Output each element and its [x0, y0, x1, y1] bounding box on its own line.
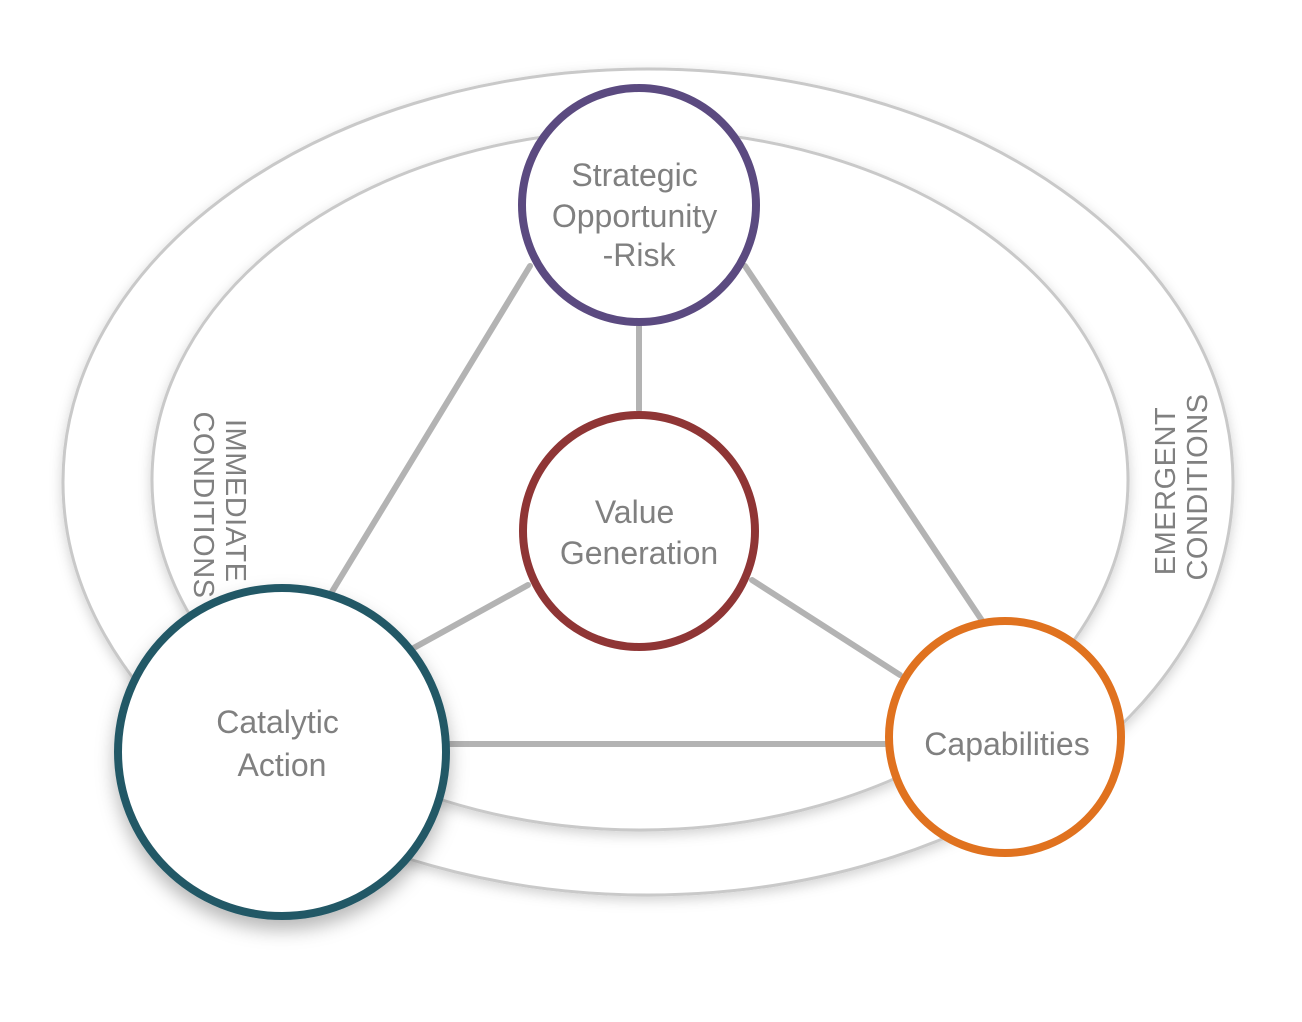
emergent-line-1: EMERGENT: [1150, 407, 1182, 575]
connector-value-catalytic: [407, 582, 531, 653]
node-strategic-opportunity-risk: Strategic Opportunity -Risk: [518, 84, 760, 326]
connector-strategic-capabilities: [742, 263, 988, 628]
immediate-conditions-label: IMMEDIATE CONDITIONS: [187, 411, 251, 598]
node-capabilities-circle: [885, 617, 1125, 857]
node-strategic-line-3: -Risk: [603, 237, 677, 273]
emergent-conditions-label: EMERGENT CONDITIONS: [1150, 393, 1214, 580]
node-strategic-circle: [518, 84, 760, 326]
node-catalytic-line-1: Catalytic: [216, 704, 339, 740]
node-capabilities: Capabilities: [885, 617, 1125, 857]
node-catalytic-action: Catalytic Action: [114, 584, 450, 920]
node-value-circle: [519, 411, 759, 651]
immediate-line-2: CONDITIONS: [187, 411, 219, 598]
node-strategic-line-2: Opportunity: [552, 198, 717, 234]
node-catalytic-label: Catalytic Action: [216, 704, 348, 783]
node-value-line-1: Value: [595, 494, 674, 530]
connectors: [327, 263, 988, 747]
node-catalytic-line-2: Action: [238, 747, 327, 783]
connector-strategic-catalytic: [327, 263, 533, 598]
node-capabilities-label: Capabilities: [924, 726, 1089, 762]
immediate-line-1: IMMEDIATE: [219, 419, 251, 582]
node-strategic-label: Strategic Opportunity -Risk: [552, 157, 726, 273]
node-value-line-2: Generation: [560, 535, 718, 571]
node-strategic-line-1: Strategic: [571, 157, 697, 193]
connector-value-capabilities: [749, 577, 903, 678]
emergent-line-2: CONDITIONS: [1182, 393, 1214, 580]
node-capabilities-line-1: Capabilities: [924, 726, 1089, 762]
node-value-generation: Value Generation: [519, 411, 759, 651]
node-value-label: Value Generation: [560, 494, 718, 571]
node-catalytic-circle: [114, 584, 450, 920]
